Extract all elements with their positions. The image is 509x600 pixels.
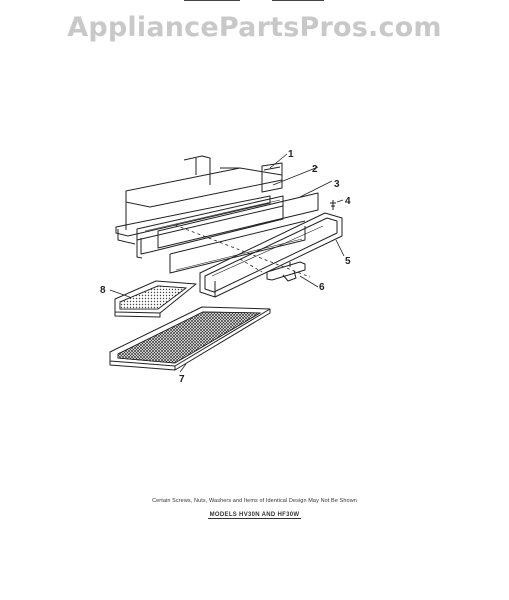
filter-mesh — [117, 311, 262, 364]
callout-2: 2 — [312, 164, 318, 175]
model-caption: MODELS HV30N AND HF30W — [0, 512, 509, 519]
part-3-trim-panel — [157, 192, 319, 274]
top-rule-right — [272, 0, 324, 1]
model-caption-text: MODELS HV30N AND HF30W — [207, 512, 302, 519]
leader-lines — [109, 153, 345, 373]
callout-7: 7 — [179, 374, 185, 385]
callout-1: 1 — [288, 149, 294, 160]
part-4-screw — [330, 200, 336, 210]
callout-8: 8 — [100, 285, 106, 296]
part-2-front-panel — [136, 195, 284, 259]
callout-5: 5 — [345, 256, 351, 267]
callout-6: 6 — [319, 282, 325, 293]
top-rule-left — [184, 0, 240, 1]
watermark-text: AppliancePartsPros.com — [67, 12, 442, 43]
disclaimer-note: Certain Screws, Nuts, Washers and Items … — [152, 498, 357, 504]
hood-housing — [115, 155, 283, 245]
callout-3: 3 — [334, 179, 340, 190]
part-5-filter-frame — [199, 212, 343, 298]
tray-mesh — [119, 285, 188, 310]
part-1-bracket — [261, 162, 283, 193]
callout-4: 4 — [345, 196, 351, 207]
part-6-handle — [266, 261, 306, 282]
